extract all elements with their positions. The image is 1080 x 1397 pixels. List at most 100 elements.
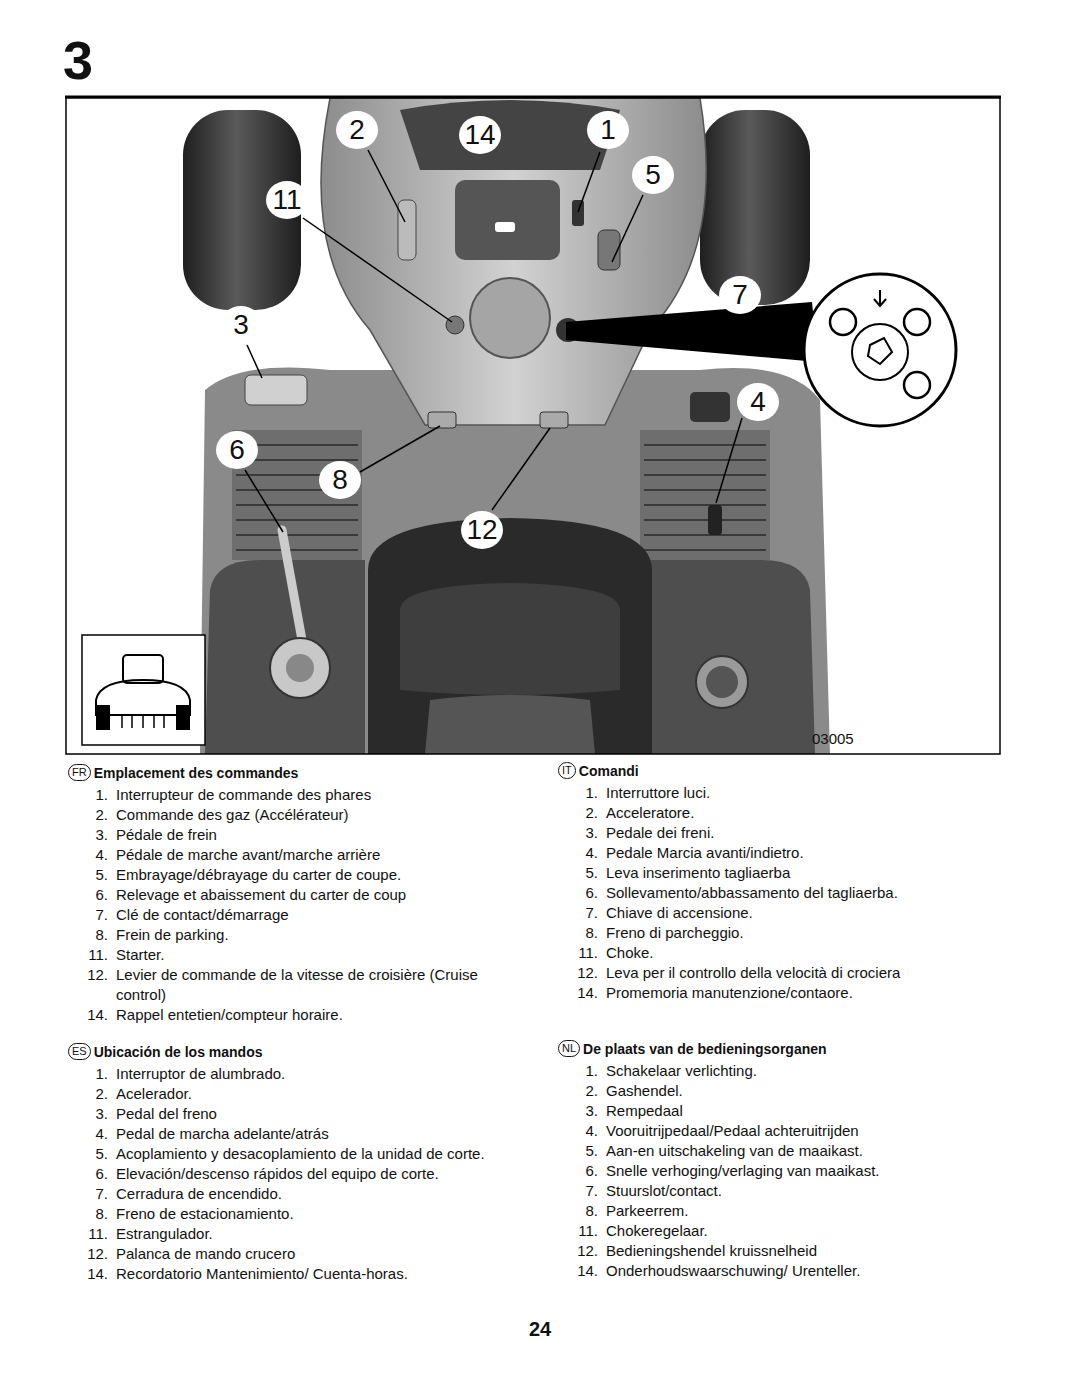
item-number: 4. — [558, 843, 598, 863]
item-text: Recordatorio Mantenimiento/ Cuenta-horas… — [116, 1264, 513, 1284]
list-row: 8.Frein de parking. — [68, 925, 513, 945]
list-row: 11.Choke. — [558, 943, 1003, 963]
list-header: NLDe plaats van de bedieningsorganen — [558, 1040, 1003, 1057]
item-number: 3. — [68, 1104, 108, 1124]
item-text: Stuurslot/contact. — [606, 1181, 1003, 1201]
item-number: 6. — [558, 883, 598, 903]
item-text: Relevage et abaissement du carter de cou… — [116, 885, 513, 905]
item-text: Pédale de marche avant/marche arrière — [116, 845, 513, 865]
item-number: 11. — [68, 945, 108, 965]
language-code: NL — [558, 1040, 580, 1057]
item-text: Elevación/descenso rápidos del equipo de… — [116, 1164, 513, 1184]
item-text: Vooruitrijpedaal/Pedaal achteruitrijden — [606, 1121, 1003, 1141]
page-number: 24 — [529, 1318, 551, 1341]
item-number: 3. — [558, 823, 598, 843]
list-row: 8.Parkeerrem. — [558, 1201, 1003, 1221]
item-text: Bedieningshendel kruissnelheid — [606, 1241, 1003, 1261]
list-header: ITComandi — [558, 762, 1003, 779]
item-text: Interruptor de alumbrado. — [116, 1064, 513, 1084]
item-text: Parkeerrem. — [606, 1201, 1003, 1221]
list-row: 4.Vooruitrijpedaal/Pedaal achteruitrijde… — [558, 1121, 1003, 1141]
item-text: Snelle verhoging/verlaging van maaikast. — [606, 1161, 1003, 1181]
callout-number: 1 — [587, 111, 629, 149]
callout-number: 7 — [719, 276, 761, 314]
item-text: Chokeregelaar. — [606, 1221, 1003, 1241]
ignition-inset — [566, 274, 956, 426]
item-text: Rempedaal — [606, 1101, 1003, 1121]
item-text: Schakelaar verlichting. — [606, 1061, 1003, 1081]
list-row: 6.Relevage et abaissement du carter de c… — [68, 885, 513, 905]
item-text: Sollevamento/abbassamento del tagliaerba… — [606, 883, 1003, 903]
item-text: Interrupteur de commande des phares — [116, 785, 513, 805]
item-number: 11. — [68, 1224, 108, 1244]
item-number: 6. — [68, 1164, 108, 1184]
item-text: Leva inserimento tagliaerba — [606, 863, 1003, 883]
item-number: 6. — [558, 1161, 598, 1181]
item-text: Palanca de mando crucero — [116, 1244, 513, 1264]
list-row: 1. Interrupteur de commande des phares — [68, 785, 513, 805]
callout-number: 6 — [216, 431, 258, 469]
list-row: 8.Freno di parcheggio. — [558, 923, 1003, 943]
list-row: 4.Pedal de marcha adelante/atrás — [68, 1124, 513, 1144]
item-number: 8. — [558, 923, 598, 943]
item-text: Commande des gaz (Accélérateur) — [116, 805, 513, 825]
list-heading: Comandi — [579, 763, 639, 779]
mower-drawing — [66, 98, 1000, 754]
item-number: 1. — [558, 1061, 598, 1081]
item-text: Choke. — [606, 943, 1003, 963]
section-number: 3 — [63, 32, 93, 88]
item-number: 5. — [558, 863, 598, 883]
callout-number: 2 — [336, 111, 378, 149]
callout-number: 5 — [632, 156, 674, 194]
item-text: Aan-en uitschakeling van de maaikast. — [606, 1141, 1003, 1161]
item-number: 14. — [68, 1264, 108, 1284]
item-number: 1. — [558, 783, 598, 803]
figure-code: 03005 — [812, 730, 854, 747]
language-code: ES — [68, 1043, 91, 1060]
item-number: 1. — [68, 1064, 108, 1084]
list-row: 11. Starter. — [68, 945, 513, 965]
item-number: 2. — [68, 1084, 108, 1104]
item-text: Pedale Marcia avanti/indietro. — [606, 843, 1003, 863]
item-number: 2. — [558, 803, 598, 823]
callout-number: 8 — [319, 461, 361, 499]
item-text: Starter. — [116, 945, 513, 965]
item-text: Levier de commande de la vitesse de croi… — [116, 965, 513, 1005]
callout-number: 14 — [459, 116, 501, 154]
item-number: 12. — [558, 1241, 598, 1261]
list-row: 7. Chiave di accensione. — [558, 903, 1003, 923]
item-number: 12. — [558, 963, 598, 983]
item-number: 11. — [558, 1221, 598, 1241]
list-row: 14.Promemoria manutenzione/contaore. — [558, 983, 1003, 1003]
list-row: 11. Chokeregelaar. — [558, 1221, 1003, 1241]
item-number: 4. — [68, 1124, 108, 1144]
item-number: 14. — [558, 983, 598, 1003]
list-row: 11.Estrangulador. — [68, 1224, 513, 1244]
legend-list: ITComandi1.Interruttore luci.2.Accelerat… — [558, 762, 1003, 1003]
item-number: 7. — [558, 903, 598, 923]
list-row: 14. Recordatorio Mantenimiento/ Cuenta-ho… — [68, 1264, 513, 1284]
item-number: 3. — [558, 1101, 598, 1121]
list-row: 6. Snelle verhoging/verlaging van maaikas… — [558, 1161, 1003, 1181]
list-row: 4. Pedale Marcia avanti/indietro. — [558, 843, 1003, 863]
item-number: 14. — [68, 1005, 108, 1025]
item-text: Chiave di accensione. — [606, 903, 1003, 923]
list-heading: Ubicación de los mandos — [94, 1044, 263, 1060]
item-number: 4. — [68, 845, 108, 865]
list-header: ESUbicación de los mandos — [68, 1043, 513, 1060]
item-text: Onderhoudswaarschuwing/ Urenteller. — [606, 1261, 1003, 1281]
item-number: 1. — [68, 785, 108, 805]
list-row: 6. Sollevamento/abbassamento del tagliaer… — [558, 883, 1003, 903]
list-row: 2.Commande des gaz (Accélérateur) — [68, 805, 513, 825]
item-text: Embrayage/débrayage du carter de coupe. — [116, 865, 513, 885]
item-number: 7. — [68, 905, 108, 925]
item-number: 8. — [68, 925, 108, 945]
callout-number: 12 — [461, 511, 503, 549]
list-row: 6. Elevación/descenso rápidos del equipo … — [68, 1164, 513, 1184]
list-row: 5. Aan-en uitschakeling van de maaikast. — [558, 1141, 1003, 1161]
callout-number: 4 — [737, 383, 779, 421]
item-number: 5. — [558, 1141, 598, 1161]
item-text: Gashendel. — [606, 1081, 1003, 1101]
list-row: 5.Acoplamiento y desacoplamiento de la u… — [68, 1144, 513, 1164]
list-row: 5.Embrayage/débrayage du carter de coupe… — [68, 865, 513, 885]
